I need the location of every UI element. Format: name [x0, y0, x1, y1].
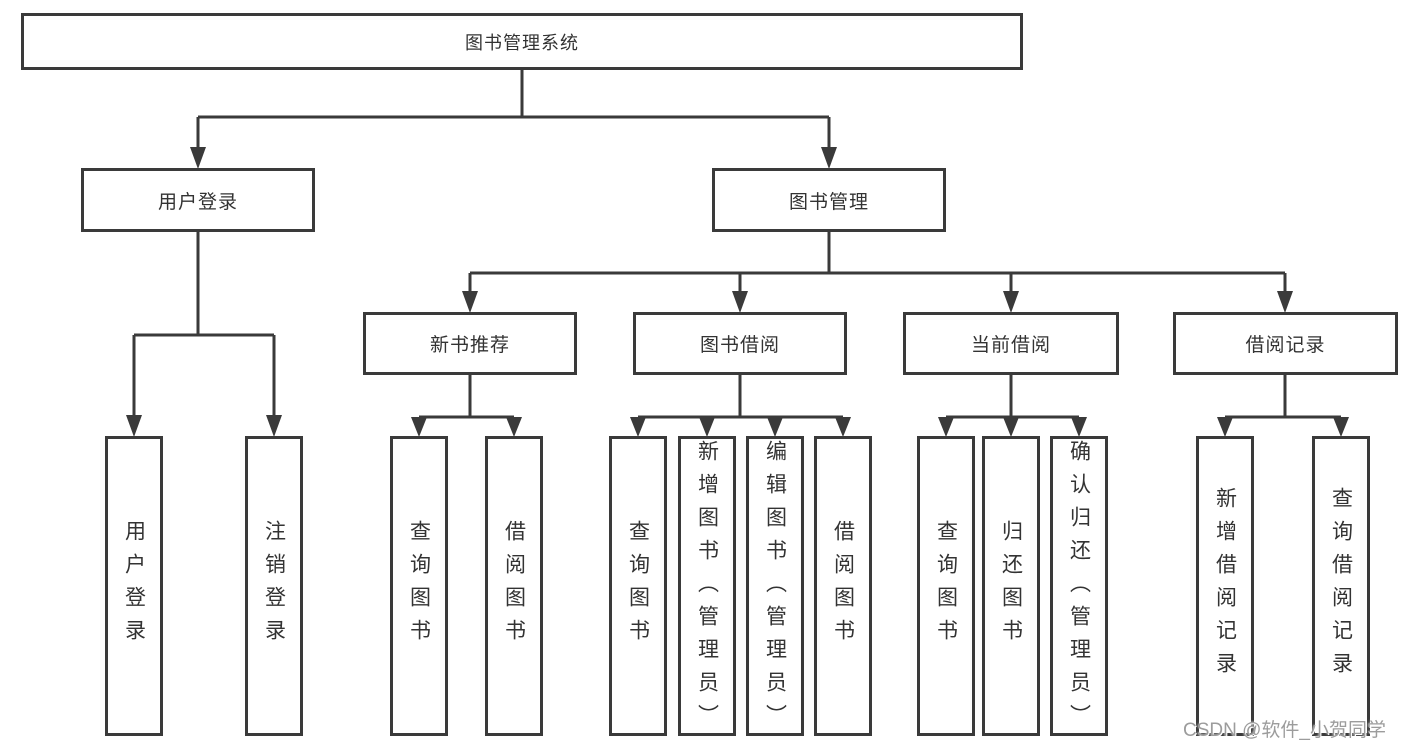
node-label: 当前借阅	[970, 335, 1051, 356]
node-label: 图书借阅	[699, 335, 780, 356]
leaf-logout: 注销登录	[245, 436, 303, 736]
node-label: 归还图书	[999, 520, 1023, 652]
node-label: 图书管理	[788, 191, 869, 213]
leaf-edit-books-admin: 编辑图书（管理员）	[746, 436, 804, 737]
node-label: 图书管理系统	[465, 32, 579, 53]
node-borrow-records: 借阅记录	[1173, 312, 1398, 375]
leaf-query-books-recommend: 查询图书	[390, 436, 448, 736]
node-label: 新增借阅记录	[1213, 487, 1237, 685]
edges-userlogin-to-leaves	[126, 232, 282, 437]
node-label: 确认归还（管理员）	[1067, 440, 1091, 737]
leaf-confirm-return-admin: 确认归还（管理员）	[1050, 436, 1108, 737]
watermark: CSDN @软件_小贺同学	[1183, 720, 1386, 741]
node-label: 查询图书	[934, 520, 958, 652]
edges-currentborrow-to-leaves	[938, 375, 1087, 437]
node-current-borrow: 当前借阅	[903, 312, 1119, 375]
node-book-borrow: 图书借阅	[633, 312, 847, 375]
node-label: 用户登录	[157, 191, 238, 213]
node-label: 新书推荐	[429, 335, 510, 356]
edges-root-to-level2	[190, 70, 837, 169]
node-user-login: 用户登录	[81, 168, 315, 232]
edges-newbooks-to-leaves	[411, 375, 522, 437]
node-label: 查询借阅记录	[1329, 487, 1353, 685]
node-book-management: 图书管理	[712, 168, 946, 232]
edges-bookborrow-to-leaves	[630, 375, 851, 437]
edges-bookmgmt-to-level3	[462, 232, 1293, 313]
leaf-add-books-admin: 新增图书（管理员）	[678, 436, 736, 737]
node-label: 借阅记录	[1245, 335, 1326, 356]
edges-records-to-leaves	[1217, 375, 1349, 437]
leaf-user-login: 用户登录	[105, 436, 163, 736]
node-library-management-system: 图书管理系统	[21, 13, 1023, 70]
node-new-book-recommend: 新书推荐	[363, 312, 577, 375]
leaf-add-borrow-record: 新增借阅记录	[1196, 436, 1254, 736]
node-label: 借阅图书	[502, 520, 526, 652]
node-label: 查询图书	[626, 520, 650, 652]
node-label: 查询图书	[407, 520, 431, 652]
node-label: 新增图书（管理员）	[695, 440, 719, 737]
leaf-query-books-current: 查询图书	[917, 436, 975, 736]
leaf-return-books: 归还图书	[982, 436, 1040, 736]
node-label: 编辑图书（管理员）	[763, 440, 787, 737]
leaf-query-books-borrow: 查询图书	[609, 436, 667, 736]
node-label: 借阅图书	[831, 520, 855, 652]
leaf-query-borrow-record: 查询借阅记录	[1312, 436, 1370, 736]
leaf-borrow-books-recommend: 借阅图书	[485, 436, 543, 736]
node-label: 注销登录	[262, 520, 286, 652]
node-label: 用户登录	[122, 520, 146, 652]
leaf-borrow-books: 借阅图书	[814, 436, 872, 736]
